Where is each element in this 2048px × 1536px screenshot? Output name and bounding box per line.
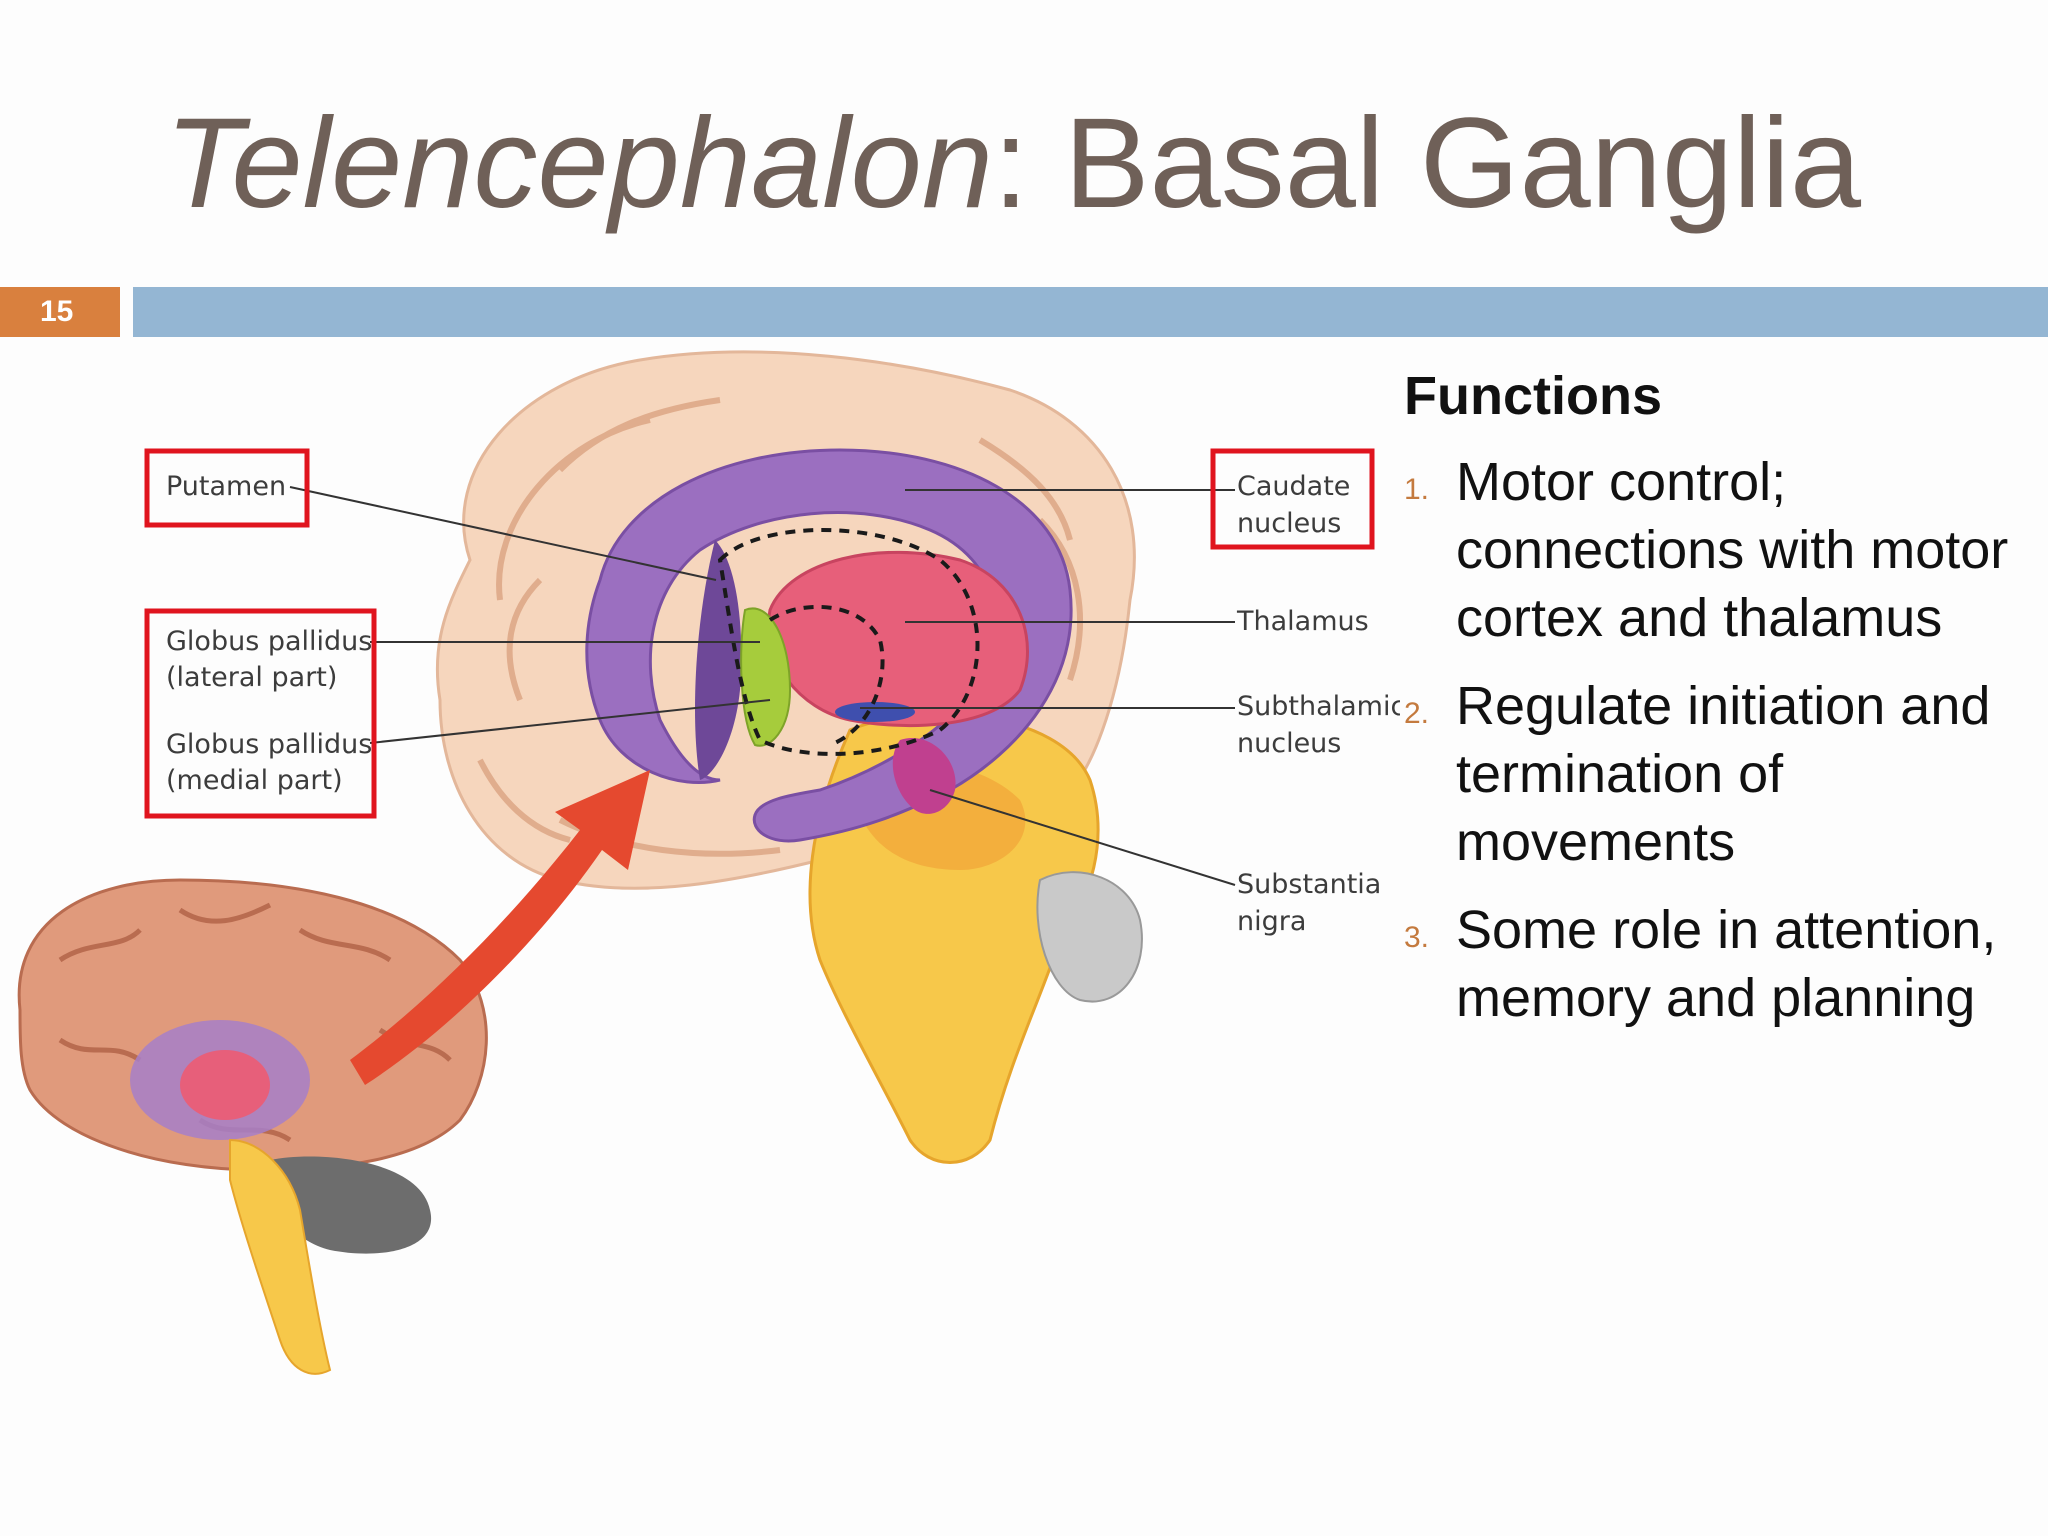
function-item-number: 3. xyxy=(1404,921,1430,954)
function-item-text: Some role in attention, memory and plann… xyxy=(1456,900,1997,1028)
label-gp-medial-line2: (medial part) xyxy=(166,765,343,796)
caudate-highlight-box xyxy=(1210,448,1375,550)
label-substantia-line2: nigra xyxy=(1237,906,1306,937)
function-item-text: Motor control; connections with motor co… xyxy=(1456,452,2009,648)
label-gp-lateral-line1: Globus pallidus xyxy=(166,626,372,657)
function-item-number: 2. xyxy=(1404,697,1430,730)
label-gp-medial-line1: Globus pallidus xyxy=(166,729,372,760)
label-subthalamic-line1: Subthalamic xyxy=(1237,691,1400,722)
substantia-nigra-shape xyxy=(892,738,956,814)
slide-number: 15 xyxy=(0,287,120,337)
function-item-number: 1. xyxy=(1404,473,1430,506)
label-putamen: Putamen xyxy=(166,471,286,502)
putamen-highlight-box xyxy=(144,448,310,528)
function-item-text: Regulate initiation and termination of m… xyxy=(1456,676,1991,872)
thalamus-shape xyxy=(767,550,1029,728)
functions-heading: Functions xyxy=(1404,366,1662,426)
globus-pallidus-highlight-box xyxy=(144,608,377,819)
slide-title-rest: : Basal Ganglia xyxy=(993,92,1862,235)
leader-lines xyxy=(289,486,1236,886)
label-caudate-line1: Caudate xyxy=(1237,471,1350,502)
cerebellum-illustration xyxy=(1036,871,1143,1003)
label-gp-lateral-line2: (lateral part) xyxy=(166,662,337,693)
basal-ganglia-figure: Putamen Globus pallidus (lateral part) G… xyxy=(17,350,1400,1375)
zoom-arrow-icon xyxy=(350,770,650,1085)
header-bar xyxy=(133,287,2048,337)
putamen-shape xyxy=(695,540,742,780)
functions-panel: Functions 1. Motor control; connections w… xyxy=(1404,362,2044,1052)
slide-title-italic: Telencephalon xyxy=(165,92,993,235)
functions-list: 1. Motor control; connections with motor … xyxy=(1404,448,2044,1032)
function-item: 1. Motor control; connections with motor … xyxy=(1404,448,2044,652)
slide-title: Telencephalon: Basal Ganglia xyxy=(165,100,1861,228)
small-brain-illustration xyxy=(17,878,488,1375)
function-item: 2. Regulate initiation and termination of… xyxy=(1404,672,2044,876)
label-caudate-line2: nucleus xyxy=(1237,508,1341,539)
label-substantia-line1: Substantia xyxy=(1237,869,1381,900)
subthalamic-nucleus-shape xyxy=(835,702,915,722)
label-subthalamic-line2: nucleus xyxy=(1237,728,1341,759)
dashed-outline xyxy=(717,528,980,756)
function-item: 3. Some role in attention, memory and pla… xyxy=(1404,896,2044,1032)
label-thalamus: Thalamus xyxy=(1236,606,1369,637)
